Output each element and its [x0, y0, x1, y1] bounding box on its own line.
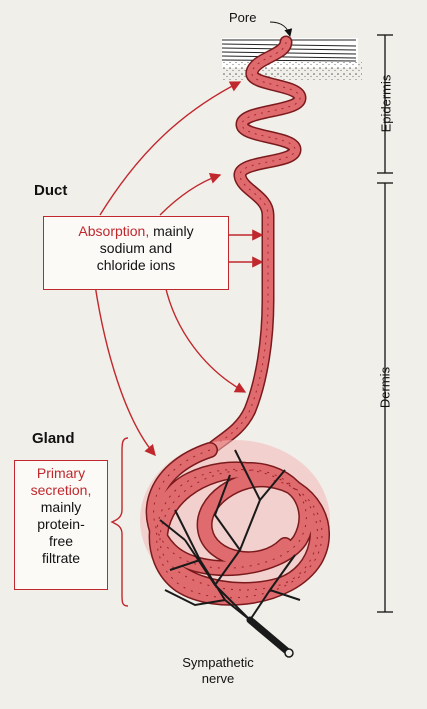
secretion-box: Primary secretion, mainly protein- free … — [14, 460, 108, 590]
nerve-label-line2: nerve — [201, 671, 235, 686]
absorption-arrows — [94, 81, 264, 457]
dermis-label: Dermis — [377, 366, 393, 409]
nerve-label-line1: Sympathetic — [182, 655, 254, 670]
absorption-line1: Absorption, mainly — [44, 223, 228, 240]
secretion-line1: Primary — [36, 465, 86, 481]
absorption-line3: chloride ions — [96, 257, 176, 273]
layer-brackets — [377, 34, 393, 613]
nerve-trunk — [246, 616, 292, 656]
absorption-line1-rest: mainly — [149, 223, 194, 239]
pore-arrow — [269, 21, 293, 37]
gland-bracket — [110, 437, 129, 607]
duct-heading: Duct — [34, 182, 68, 199]
epidermis-label: Epidermis — [378, 74, 394, 133]
nerve-end — [284, 648, 294, 658]
absorption-highlight: Absorption, — [78, 223, 150, 239]
duct — [203, 35, 307, 457]
secretion-line5: free — [48, 533, 74, 549]
secretion-line6: filtrate — [41, 550, 81, 566]
absorption-line2: sodium and — [99, 240, 173, 256]
secretion-line3: mainly — [40, 499, 82, 515]
sympathetic-nerve — [159, 449, 301, 653]
absorption-box: Absorption, mainly sodium and chloride i… — [43, 216, 229, 290]
secretion-line4: protein- — [37, 516, 85, 532]
gland-heading: Gland — [32, 430, 75, 447]
gland-coil — [140, 440, 331, 606]
pore-label: Pore — [229, 10, 257, 25]
secretion-line2: secretion, — [30, 482, 92, 498]
nerve-label: Sympathetic nerve — [168, 655, 268, 687]
